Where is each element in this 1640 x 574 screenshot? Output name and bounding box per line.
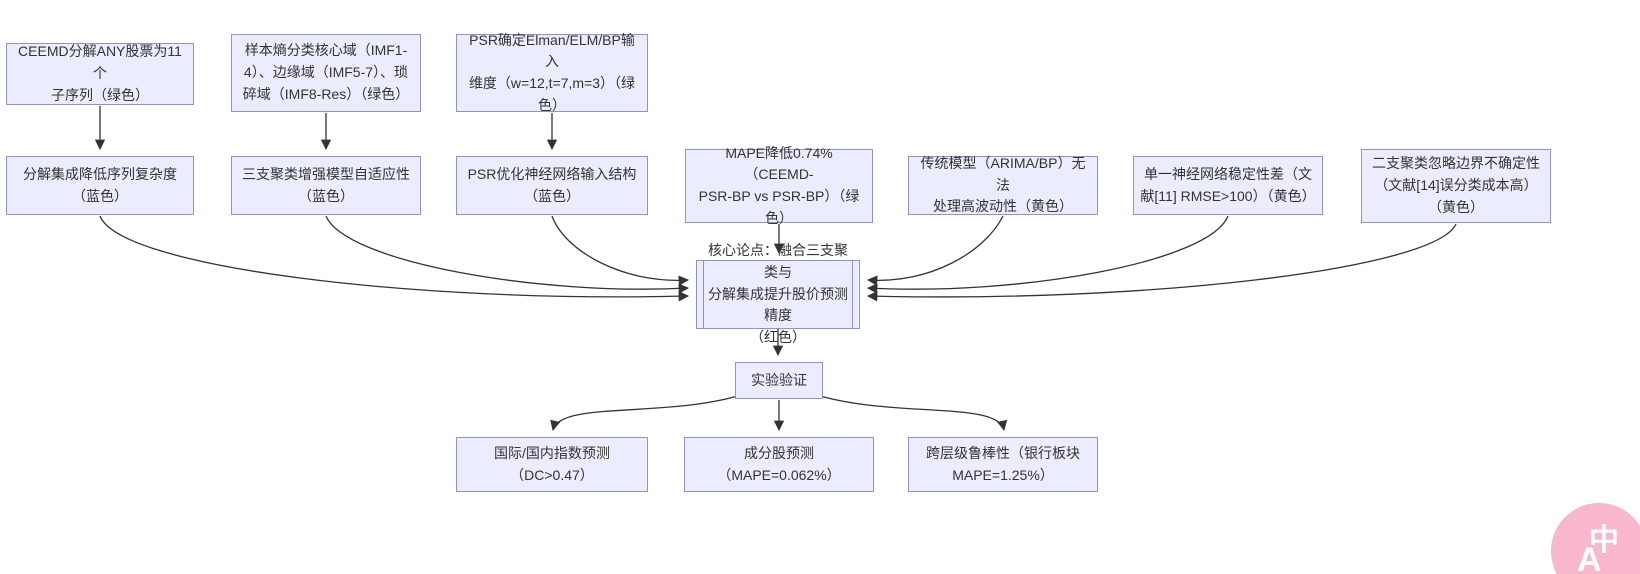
edge-singlenn-to-core: [866, 215, 1229, 294]
edge-experiment-to-index: [550, 394, 742, 432]
node-index-prediction: 国际/国内指数预测 （DC>0.47）: [456, 437, 648, 492]
translate-badge-en: A: [1577, 541, 1602, 574]
edge-twoway-to-core: [866, 223, 1457, 302]
node-two-way-clustering: 二支聚类忽略边界不确定性 （文献[14]误分类成本高） （黄色）: [1361, 149, 1551, 223]
node-single-network: 单一神经网络稳定性差（文 献[11] RMSE>100）（黄色）: [1133, 156, 1323, 215]
node-experiment: 实验验证: [735, 362, 823, 399]
edge-experiment-to-robust: [816, 394, 1008, 432]
core-thesis-label: 核心论点：融合三支聚类与 分解集成提升股价预测精度 （红色）: [708, 242, 848, 346]
node-robustness: 跨层级鲁棒性（银行板块 MAPE=1.25%）: [908, 437, 1098, 492]
edge-traditional-to-core: [866, 215, 1004, 286]
translate-badge-zh: 中: [1589, 524, 1619, 557]
subroutine-right-line: [852, 261, 853, 328]
node-traditional-models: 传统模型（ARIMA/BP）无法 处理高波动性（黄色）: [908, 155, 1098, 215]
node-three-way-clustering: 三支聚类增强模型自适应性 （蓝色）: [231, 156, 421, 215]
translate-badge[interactable]: 中 A: [1551, 503, 1640, 574]
node-psr-optimization: PSR优化神经网络输入结构 （蓝色）: [456, 156, 648, 215]
node-decomposition-benefit: 分解集成降低序列复杂度 （蓝色）: [6, 156, 194, 215]
node-mape-improvement: MAPE降低0.74%（CEEMD- PSR-BP vs PSR-BP）（绿 色…: [685, 145, 873, 226]
edge-threeway-to-core: [325, 215, 690, 294]
edge-decomp-to-core: [99, 215, 690, 302]
node-stock-prediction: 成分股预测 （MAPE=0.062%）: [684, 437, 874, 492]
node-ceemd-decompose: CEEMD分解ANY股票为11个 子序列（绿色）: [6, 43, 194, 105]
node-psr-dimension: PSR确定Elman/ELM/BP输入 维度（w=12,t=7,m=3）（绿 色…: [456, 32, 648, 113]
edge-psropt-to-core: [551, 215, 690, 286]
node-entropy-domains: 样本熵分类核心域（IMF1- 4）、边缘域（IMF5-7）、琐 碎域（IMF8-…: [231, 34, 421, 112]
node-core-thesis: 核心论点：融合三支聚类与 分解集成提升股价预测精度 （红色）: [696, 242, 860, 345]
subroutine-left-line: [703, 261, 704, 328]
